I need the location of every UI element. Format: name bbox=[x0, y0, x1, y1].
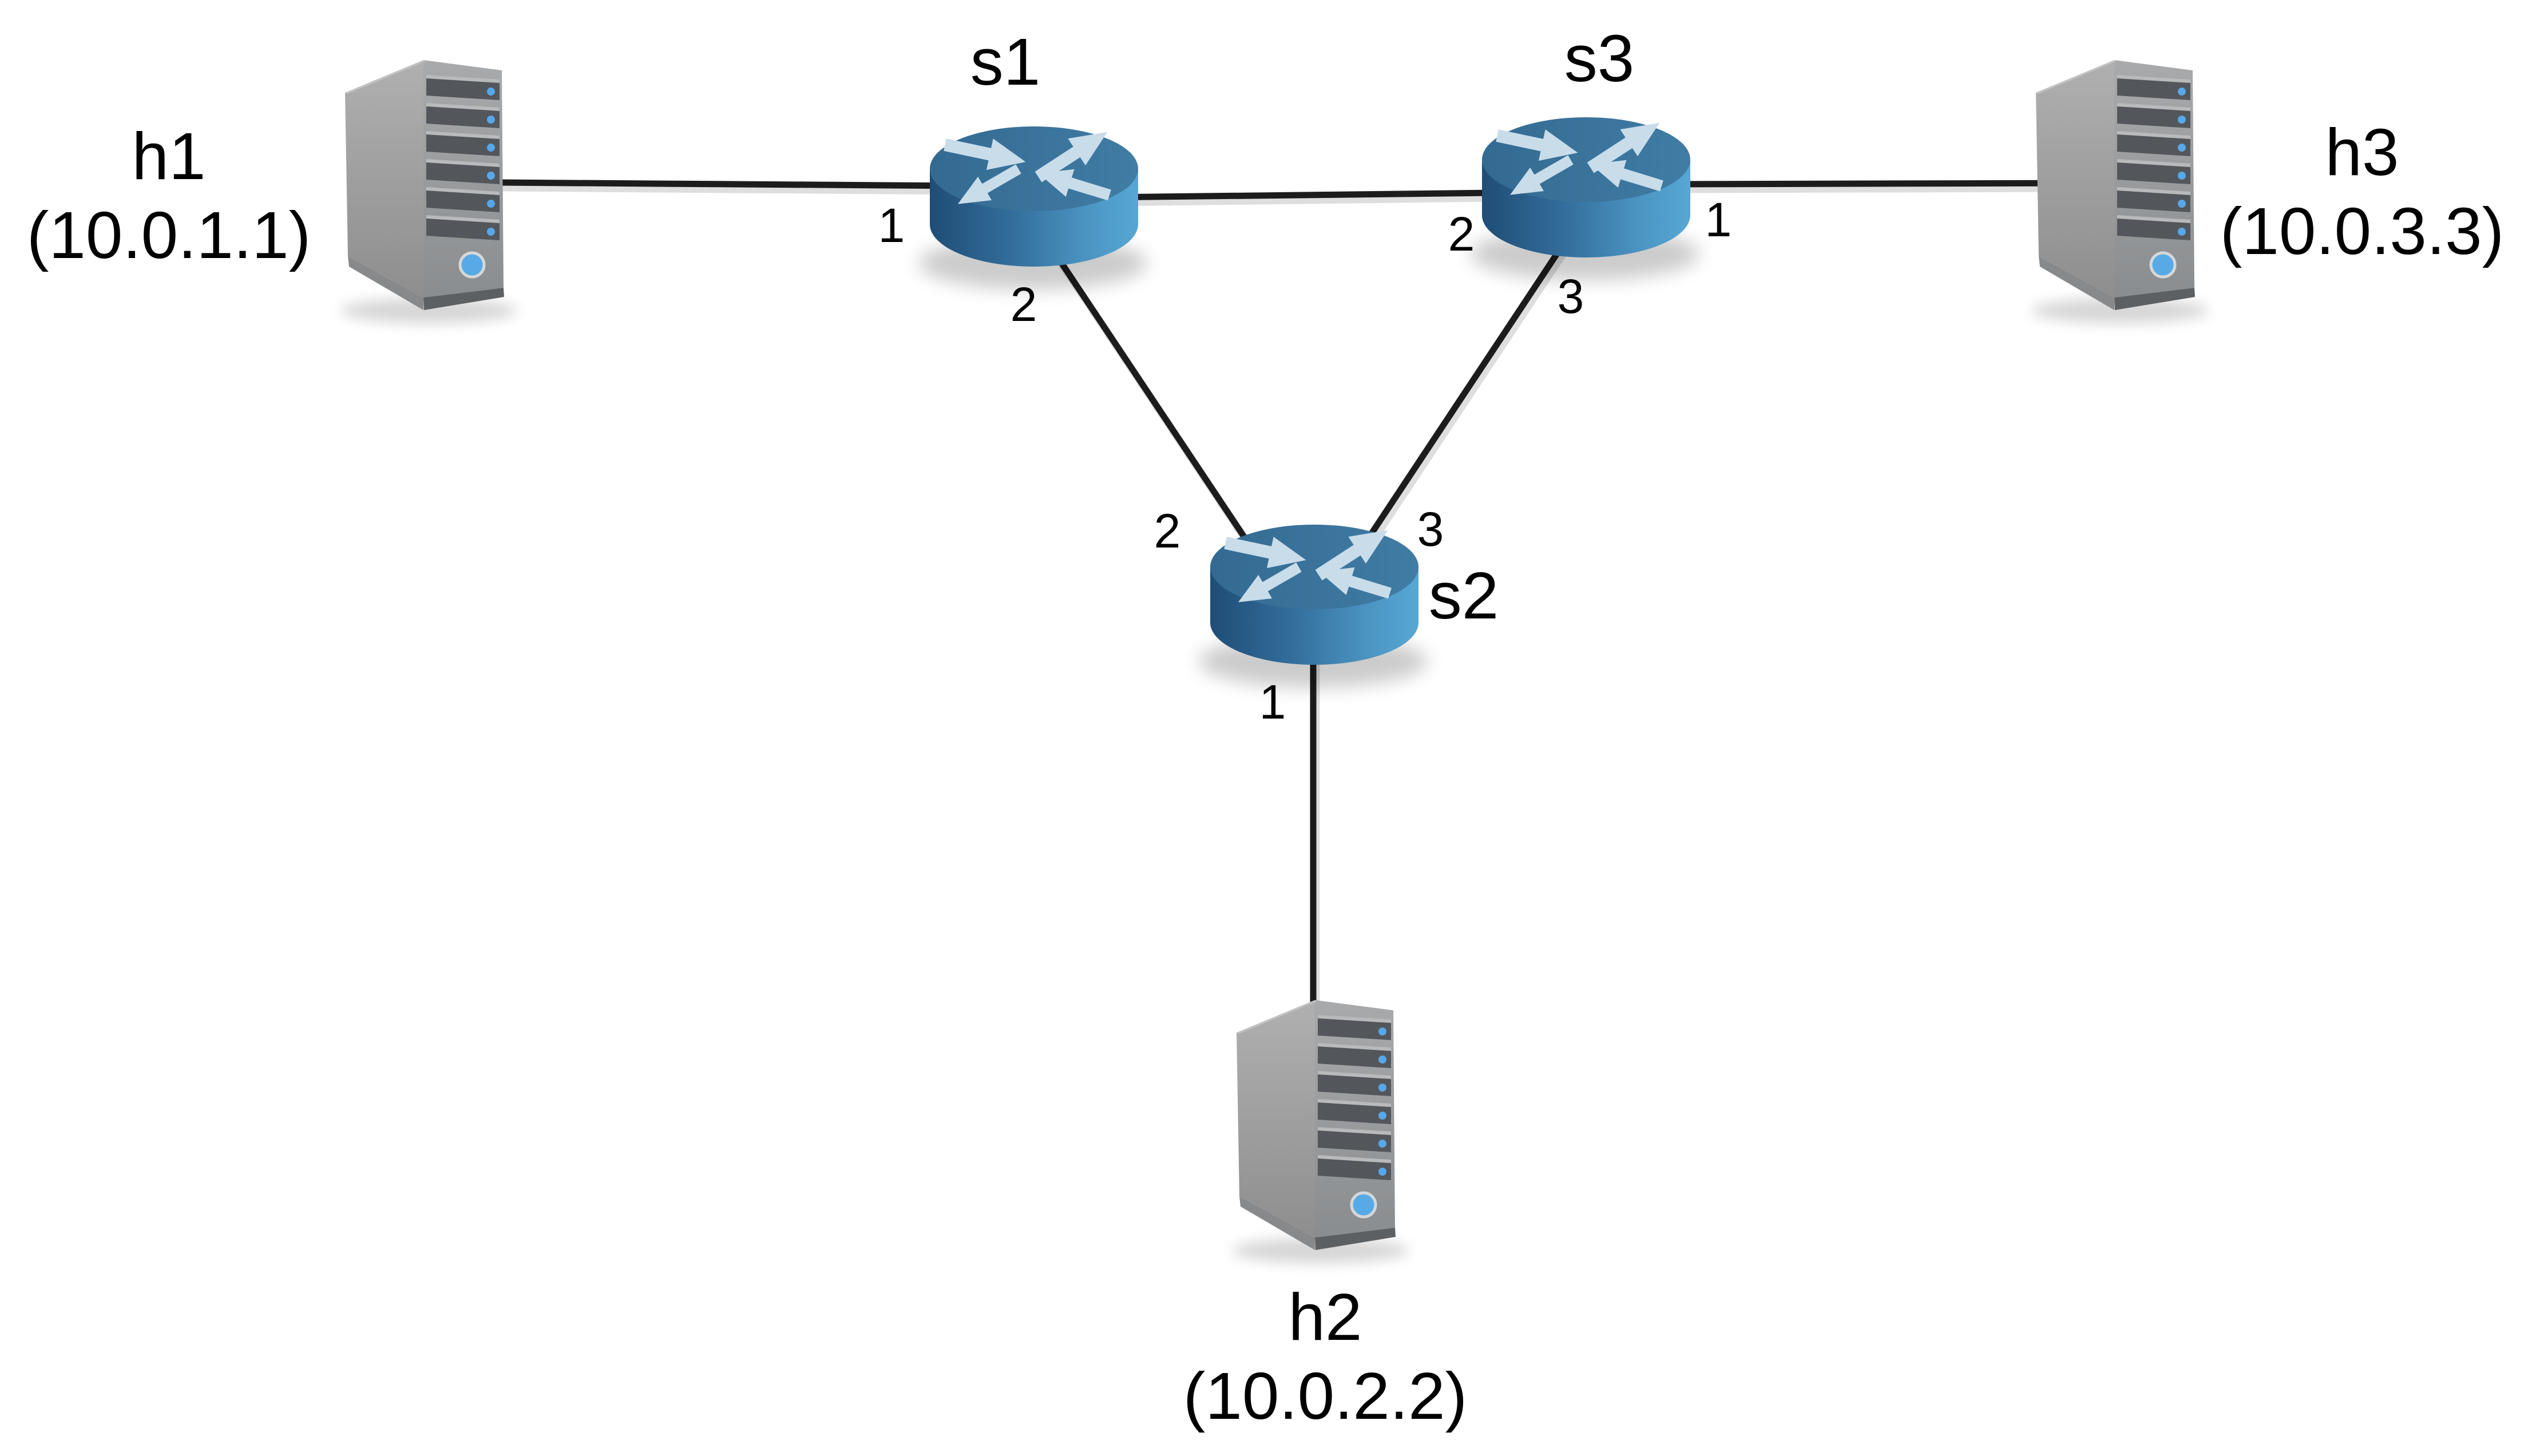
port-label-s1-2: 2 bbox=[1010, 277, 1037, 331]
router-icon bbox=[1471, 109, 1699, 280]
port-label-s3-3: 3 bbox=[1557, 269, 1584, 323]
router-icon bbox=[1199, 517, 1428, 688]
port-label-s3-2: 2 bbox=[1448, 207, 1475, 261]
port-label-s2-1: 1 bbox=[1259, 675, 1286, 729]
host-name-h3: h3 bbox=[2325, 115, 2399, 189]
server-icon bbox=[1232, 1000, 1409, 1263]
switch-label-s1: s1 bbox=[970, 25, 1041, 99]
switch-s3 bbox=[1476, 106, 1694, 284]
server-icon bbox=[340, 60, 518, 323]
host-h3 bbox=[2034, 54, 2212, 323]
host-label-h2: h2 (10.0.2.2) bbox=[1183, 1278, 1468, 1435]
port-label-s2-2: 2 bbox=[1154, 504, 1181, 558]
host-ip-h2: (10.0.2.2) bbox=[1183, 1359, 1468, 1434]
link-h1-s1 bbox=[494, 179, 976, 189]
host-ip-h1: (10.0.1.1) bbox=[26, 198, 311, 273]
host-label-h3: h3 (10.0.3.3) bbox=[2220, 113, 2505, 271]
link-s3-h3 bbox=[1656, 180, 2092, 188]
port-label-s1-1: 1 bbox=[878, 199, 905, 252]
switch-s2 bbox=[1204, 514, 1422, 691]
switch-label-s2: s2 bbox=[1428, 558, 1499, 633]
host-name-h1: h1 bbox=[132, 119, 206, 193]
host-label-h1: h1 (10.0.1.1) bbox=[27, 117, 311, 275]
switch-label-s3: s3 bbox=[1564, 21, 1635, 96]
host-name-h2: h2 bbox=[1288, 1280, 1362, 1354]
server-icon bbox=[2031, 60, 2209, 323]
link-s1-s3 bbox=[1101, 189, 1548, 201]
link-s3-s2 bbox=[1358, 243, 1566, 552]
host-h1 bbox=[343, 54, 521, 323]
port-label-s2-3: 3 bbox=[1417, 502, 1444, 556]
port-label-s3-1: 1 bbox=[1705, 193, 1732, 247]
link-s1-s2 bbox=[1051, 248, 1268, 571]
host-h2 bbox=[1235, 994, 1412, 1263]
router-icon bbox=[918, 118, 1147, 289]
switch-s1 bbox=[924, 116, 1142, 293]
host-ip-h3: (10.0.3.3) bbox=[2220, 194, 2505, 269]
